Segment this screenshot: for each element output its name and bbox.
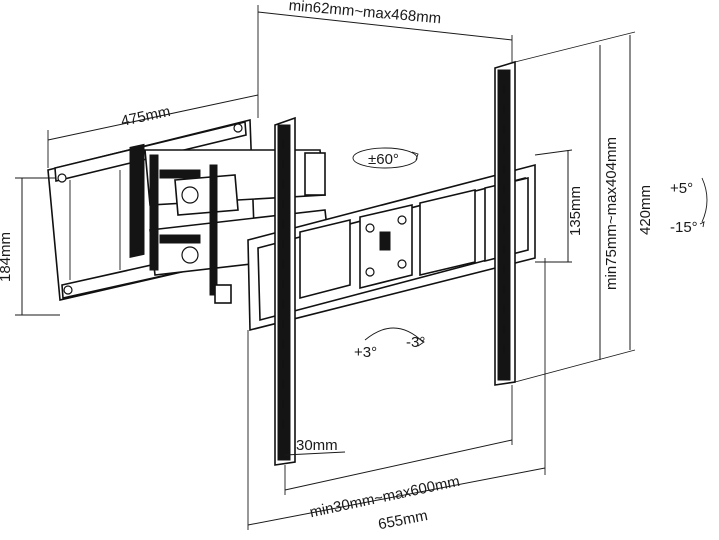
dimension-lines (15, 5, 636, 530)
label-level-plus: +3° (354, 344, 377, 361)
label-wall-plate-width: 475mm (119, 103, 171, 130)
level-arrow-icon (364, 327, 425, 347)
label-arm-height: 420mm (637, 185, 654, 235)
label-tilt-down: -15° (670, 219, 698, 236)
label-bracket-spacing: 135mm (567, 186, 584, 236)
rotate-arrow-icon (352, 147, 419, 169)
label-wall-plate-height: 184mm (0, 232, 14, 282)
label-level-minus: -3° (406, 334, 425, 351)
label-overall-width: 655mm (377, 507, 429, 533)
label-rail-width: 30mm (296, 437, 338, 454)
label-extension-range: min62mm~max468mm (288, 0, 442, 27)
tilt-arrow-icon (699, 177, 708, 228)
label-tilt-up: +5° (670, 180, 693, 197)
tv-plate (247, 163, 536, 332)
label-vesa-vertical-range: min75mm~max404mm (603, 137, 620, 290)
vesa-rails (274, 60, 516, 466)
label-swivel: ±60° (368, 151, 399, 168)
